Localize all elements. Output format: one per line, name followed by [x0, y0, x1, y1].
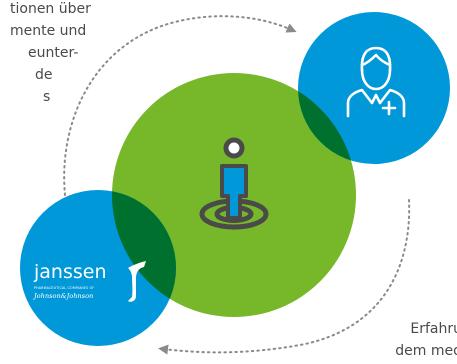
- janssen-parent-text: Johnson&Johnson: [32, 292, 93, 300]
- top-left-text-line: tionen über: [10, 1, 91, 17]
- bottom-right-text-line: Erfahru: [410, 321, 457, 337]
- janssen-tagline-text: PHARMACEUTICAL COMPANIES OF: [34, 286, 94, 290]
- top-left-text-line: mente und: [10, 23, 87, 39]
- top-left-text-line: s: [43, 89, 51, 105]
- top-left-text-line: de: [35, 67, 53, 83]
- top-left-text-line: eunter-: [28, 45, 79, 61]
- bottom-right-text-line: dem med: [395, 343, 457, 359]
- top-left-text: tionen über mente und eunter- de s: [10, 0, 100, 108]
- bottom-right-text: Erfahru dem med: [352, 318, 457, 362]
- arrow-bottom: [158, 199, 411, 355]
- janssen-logo: janssen PHARMACEUTICAL COMPANIES OF John…: [32, 261, 146, 302]
- arrow-top: [63, 15, 297, 196]
- janssen-symbol-icon: [128, 261, 146, 302]
- patient-target-icon: [199, 137, 269, 230]
- janssen-brand-text: janssen: [33, 261, 107, 283]
- doctor-icon: [346, 46, 406, 118]
